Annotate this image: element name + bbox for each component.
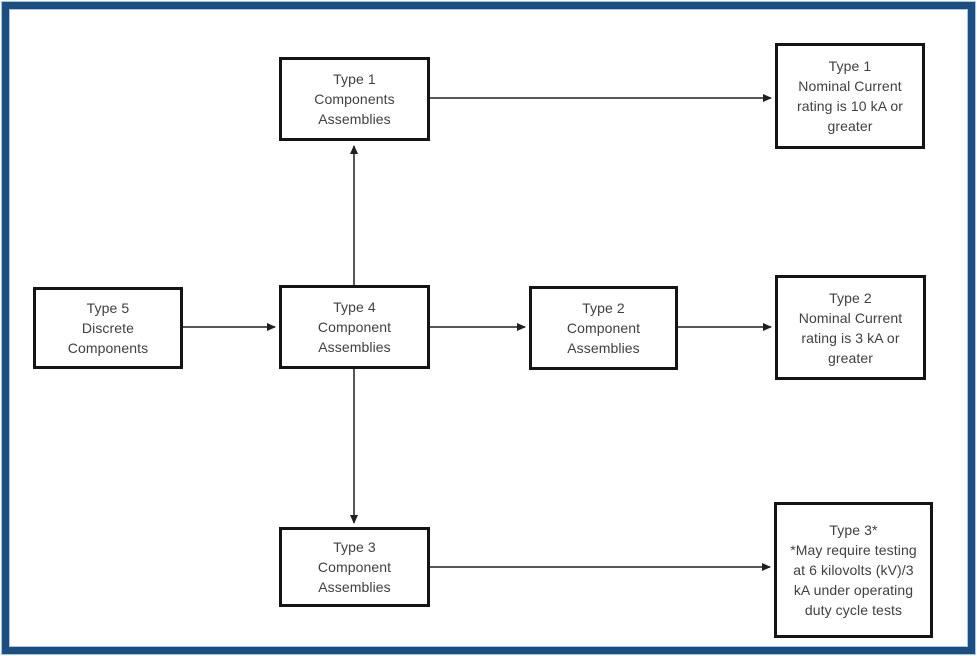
- node-type1-components-assemblies-label: Type 1 Components Assemblies: [314, 71, 395, 127]
- node-type1-components-assemblies: Type 1 Components Assemblies: [279, 57, 430, 141]
- node-type2-nominal-current-label: Type 2 Nominal Current rating is 3 kA or…: [798, 289, 903, 366]
- node-type3-testing-note: Type 3* *May require testing at 6 kilovo…: [774, 502, 933, 638]
- node-type4-component-assemblies: Type 4 Component Assemblies: [279, 285, 430, 369]
- node-type3-component-assemblies-label: Type 3 Component Assemblies: [317, 539, 392, 595]
- node-type1-nominal-current: Type 1 Nominal Current rating is 10 kA o…: [775, 43, 925, 149]
- node-type2-component-assemblies: Type 2 Component Assemblies: [529, 286, 678, 370]
- node-type5-discrete-components: Type 5 Discrete Components: [33, 287, 183, 369]
- node-type4-component-assemblies-label: Type 4 Component Assemblies: [317, 299, 392, 355]
- node-type3-testing-note-label: Type 3* *May require testing at 6 kilovo…: [790, 522, 917, 618]
- node-type2-component-assemblies-label: Type 2 Component Assemblies: [566, 300, 641, 356]
- node-type5-discrete-components-label: Type 5 Discrete Components: [67, 300, 149, 356]
- node-type2-nominal-current: Type 2 Nominal Current rating is 3 kA or…: [775, 275, 926, 380]
- node-type1-nominal-current-label: Type 1 Nominal Current rating is 10 kA o…: [796, 58, 904, 134]
- node-type3-component-assemblies: Type 3 Component Assemblies: [279, 527, 430, 607]
